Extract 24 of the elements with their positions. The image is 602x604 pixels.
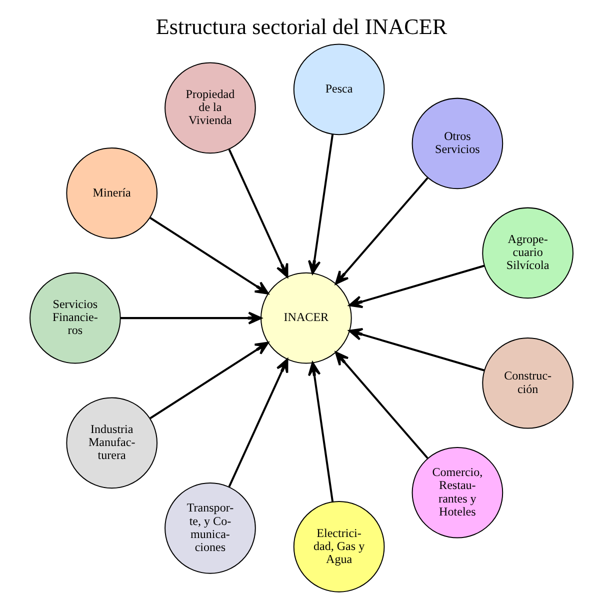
arrow (348, 328, 484, 372)
node-circle: Pesca (292, 44, 384, 136)
node-circle: Agrope- cuario Silvícola (482, 207, 573, 299)
arrow (228, 358, 288, 488)
node-circle: Electrici- dad, Gas y Agua (292, 501, 384, 592)
node-circle: Servicios Financie- ros (29, 272, 120, 364)
node-circle: Construc- ción (482, 337, 573, 429)
node-circle: Transpor- te, y Co- munica- ciones (164, 482, 256, 574)
arrow (228, 149, 288, 278)
node-circle: Industria Manufac- turera (66, 397, 158, 489)
arrow (334, 351, 428, 459)
node-circle: Minería (66, 148, 158, 239)
arrow (149, 342, 268, 420)
node-circle: Otros Servicios (411, 98, 503, 190)
arrow (334, 177, 428, 285)
node-circle: Propiedad de la Vivienda (164, 62, 256, 154)
arrow (348, 264, 484, 308)
arrow (307, 134, 334, 274)
diagram-title: Estructura sectorial del INACER (155, 14, 447, 39)
arrow (307, 362, 334, 502)
arrow (120, 312, 262, 324)
node-circle: INACER (260, 272, 352, 364)
arrow (149, 217, 268, 294)
node-circle: Comercio, Restau- rantes y Hoteles (411, 446, 503, 538)
